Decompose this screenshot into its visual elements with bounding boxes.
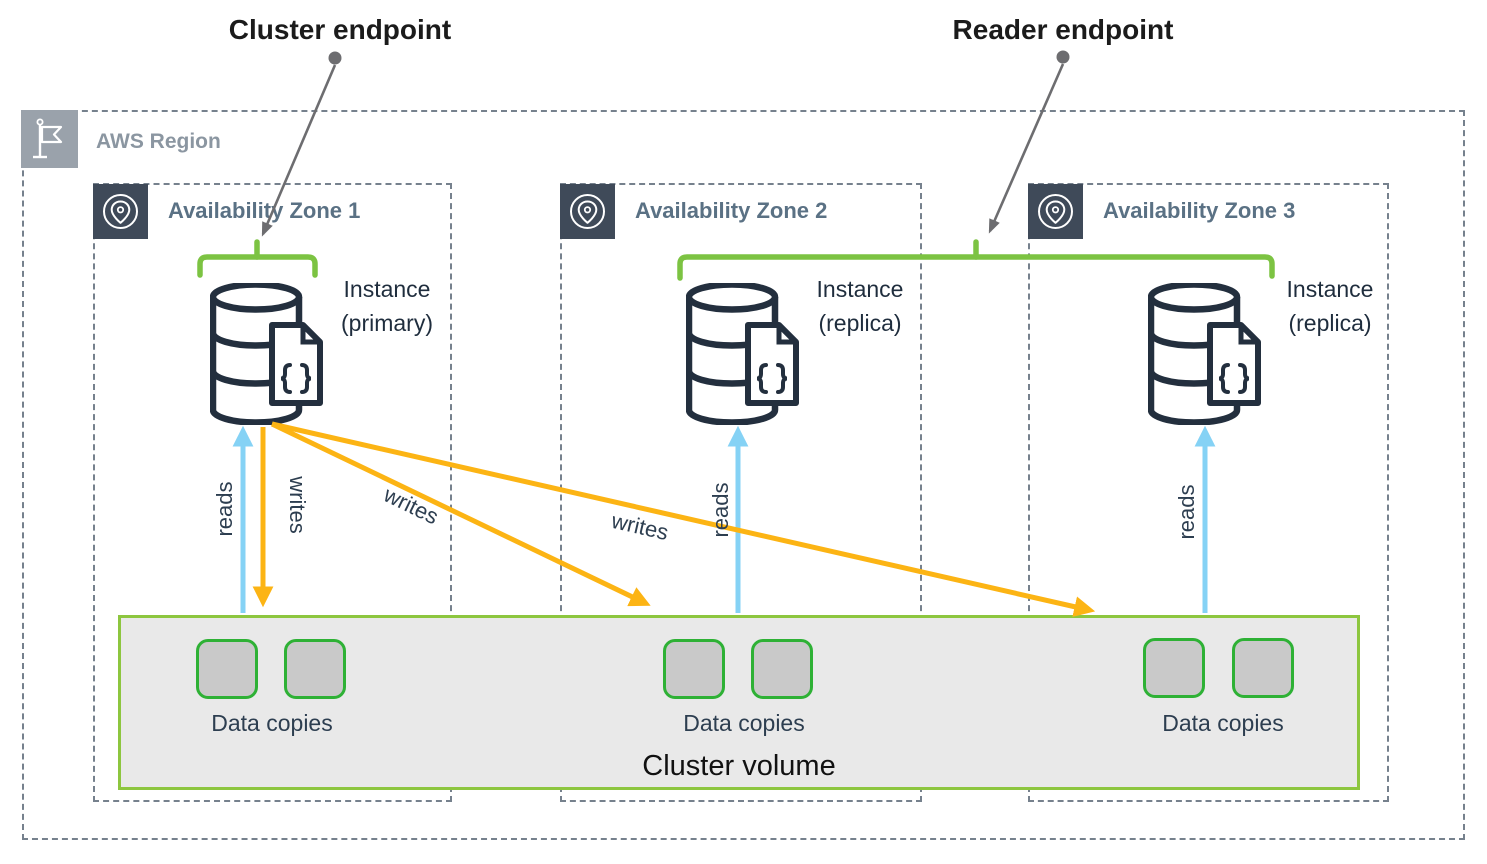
region-label: AWS Region — [96, 130, 221, 153]
data-copies-label-az3: Data copies — [1162, 710, 1284, 736]
data-copy-square — [196, 639, 258, 699]
az3-label: Availability Zone 3 — [1103, 198, 1296, 223]
aws-region-box — [22, 110, 1465, 840]
database-instance-icon — [209, 281, 332, 426]
cluster-endpoint-label: Cluster endpoint — [228, 14, 452, 45]
reads-label-az1: reads — [212, 481, 237, 537]
data-copy-square — [751, 639, 813, 699]
instance-label-line2: (replica) — [818, 310, 902, 336]
database-instance-icon — [685, 281, 808, 426]
data-copies-label-az1: Data copies — [211, 710, 333, 736]
location-pin-icon — [560, 184, 615, 239]
data-copy-square — [284, 639, 346, 699]
instance-label-line2: (primary) — [341, 310, 433, 336]
location-pin-icon — [93, 184, 148, 239]
data-copy-square — [1232, 638, 1294, 698]
database-instance-icon — [1147, 281, 1270, 426]
az2-label: Availability Zone 2 — [635, 198, 828, 223]
data-copies-label-az2: Data copies — [683, 710, 805, 736]
cluster-volume-label: Cluster volume — [642, 750, 836, 782]
data-copy-square — [1143, 638, 1205, 698]
instance-label-line2: (replica) — [1288, 310, 1372, 336]
az1-label: Availability Zone 1 — [168, 198, 361, 223]
writes-label-az1: writes — [285, 476, 310, 534]
data-copy-square — [663, 639, 725, 699]
instance-label-replica-3: Instance (replica) — [1230, 272, 1430, 340]
region-flag-icon — [21, 110, 78, 168]
reader-endpoint-label: Reader endpoint — [952, 14, 1174, 45]
instance-label-primary: Instance (primary) — [287, 272, 487, 340]
reads-label-az3: reads — [1174, 484, 1199, 540]
reads-label-az2: reads — [708, 482, 733, 538]
instance-label-line1: Instance — [1286, 276, 1374, 302]
location-pin-icon — [1028, 184, 1083, 239]
instance-label-line1: Instance — [343, 276, 431, 302]
